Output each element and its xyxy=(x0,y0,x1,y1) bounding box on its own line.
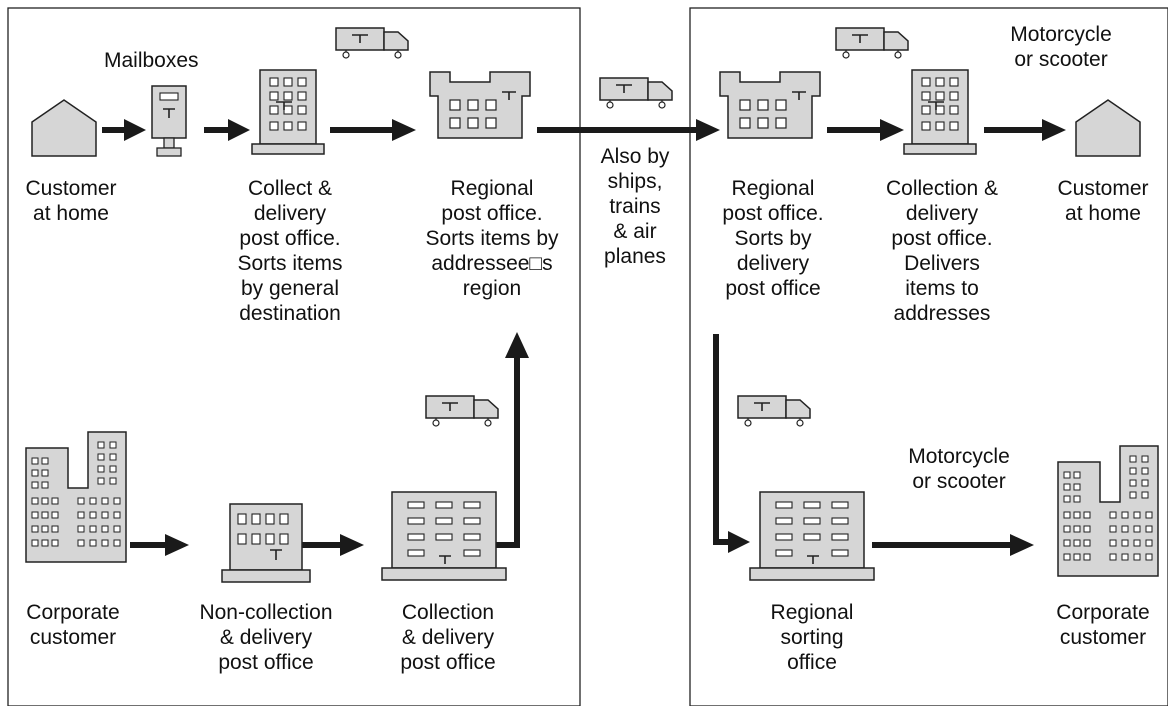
label-regional-sorting: Regional sorting office xyxy=(770,601,854,674)
regional-office-icon xyxy=(429,71,531,139)
arrow-collection-up-to-regional xyxy=(496,332,529,548)
arrow-mailbox-to-collect xyxy=(204,119,250,141)
label-motorcycle-bottom: Motorcycle or scooter xyxy=(908,445,1010,493)
post-office-icon xyxy=(251,69,325,155)
arrow-collect-to-regional xyxy=(330,119,416,141)
label-corporate-left: Corporate customer xyxy=(26,601,120,649)
non-collection-office-icon xyxy=(221,503,311,583)
arrow-regional-down-to-sorting xyxy=(713,334,750,553)
flow-arrows xyxy=(102,119,1066,556)
mailbox-icon xyxy=(151,85,187,157)
sorting-office-icon xyxy=(749,491,875,581)
truck-icon xyxy=(737,395,811,427)
label-non-collection: Non-collection & delivery post office xyxy=(199,601,333,674)
label-collection-delivery-right: Collection & delivery post office. Deliv… xyxy=(885,177,999,325)
arrow-home-to-mailbox xyxy=(102,119,146,141)
frame-left xyxy=(7,7,581,706)
corporate-building-icon xyxy=(1057,445,1159,577)
label-corporate-right: Corporate customer xyxy=(1056,601,1150,649)
arrow-sorting-to-corp xyxy=(872,534,1034,556)
house-icon xyxy=(31,99,97,157)
truck-icon xyxy=(425,395,499,427)
post-office-icon xyxy=(903,69,977,155)
frame-right xyxy=(689,7,1168,706)
corporate-building-icon xyxy=(25,431,127,563)
label-customer-home-right: Customer at home xyxy=(1057,177,1149,225)
truck-icon xyxy=(599,77,673,109)
post-office-icon xyxy=(381,491,507,581)
label-transport-note: Also by ships, trains & air planes xyxy=(600,145,670,268)
label-mailboxes: Mailboxes xyxy=(104,49,199,72)
label-regional-right: Regional post office. Sorts by delivery … xyxy=(722,177,824,300)
regional-office-icon xyxy=(719,71,821,139)
arrow-noncollection-to-collection xyxy=(300,534,364,556)
truck-icon xyxy=(335,27,409,59)
arrow-collection-to-home xyxy=(984,119,1066,141)
label-collection-delivery-bottom: Collection & delivery post office xyxy=(400,601,496,674)
arrow-corp-to-noncollection xyxy=(130,534,189,556)
label-motorcycle-top: Motorcycle or scooter xyxy=(1010,23,1112,71)
label-customer-home-left: Customer at home xyxy=(25,177,117,225)
arrow-regional-to-regional xyxy=(537,119,720,141)
house-icon xyxy=(1075,99,1141,157)
label-regional-left: Regional post office. Sorts items by add… xyxy=(425,177,559,300)
arrow-regional-to-collection xyxy=(827,119,904,141)
label-collect-delivery: Collect & delivery post office. Sorts it… xyxy=(237,177,343,325)
truck-icon xyxy=(835,27,909,59)
